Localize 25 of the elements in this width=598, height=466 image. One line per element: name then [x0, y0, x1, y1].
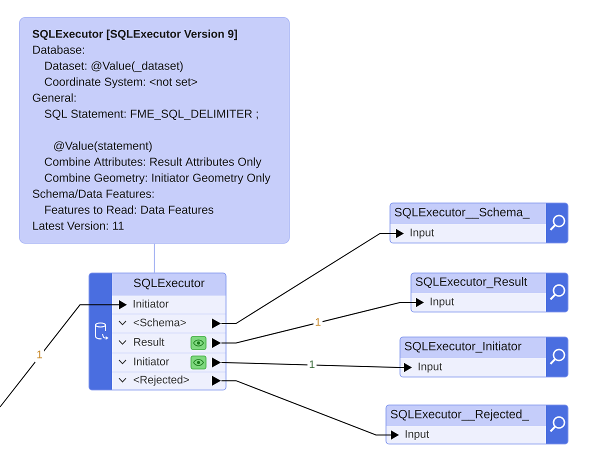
port-label: Result [134, 338, 164, 346]
port-label: Input [406, 430, 430, 440]
port-label: <Rejected> [134, 375, 189, 386]
port-label: Input [418, 362, 442, 373]
tooltip-line: Coordinate System: <not set> [44, 77, 198, 88]
port-label: Initiator [134, 357, 170, 366]
tooltip-line: @Value(statement) [54, 141, 152, 152]
port-label: <Schema> [134, 318, 186, 326]
connector [154, 243, 155, 274]
tooltip-line: Combine Attributes: Result Attributes Only [44, 157, 262, 168]
tooltip-line: Features to Read: Data Features [45, 205, 214, 214]
edge-label: 1 [313, 316, 323, 330]
tooltip-line: SQL Statement: FME_SQL_DELIMITER ; [44, 110, 258, 120]
port-label: Input [430, 298, 454, 308]
port-label: Input [410, 228, 434, 239]
edge-label: 1 [307, 358, 317, 372]
tooltip-line: Dataset: @Value(_dataset) [45, 61, 183, 72]
port-label: Initiator [134, 300, 169, 308]
tooltip-line: Schema/Data Features: [32, 189, 154, 198]
tooltip-line: Combine Geometry: Initiator Geometry Only [44, 173, 270, 184]
tooltip-line: General: [32, 93, 76, 102]
tooltip-box: SQLExecutor [SQLExecutor Version 9] Database: Dataset: @Value(_dataset) Coordinate System: <not set> General: SQL Statement: FME_SQL_DELIMITER ; @Value(statement) Combine Attributes: Result Attributes Only Combine Geometry: Initiator Geometry Only Schema/Data Features: Features to Read: Data Features Latest Version: 11 [19, 17, 290, 244]
tooltip-line: Database: [33, 45, 84, 54]
edge-label: 1 [34, 348, 44, 362]
tooltip-line: Latest Version: 11 [33, 221, 124, 230]
